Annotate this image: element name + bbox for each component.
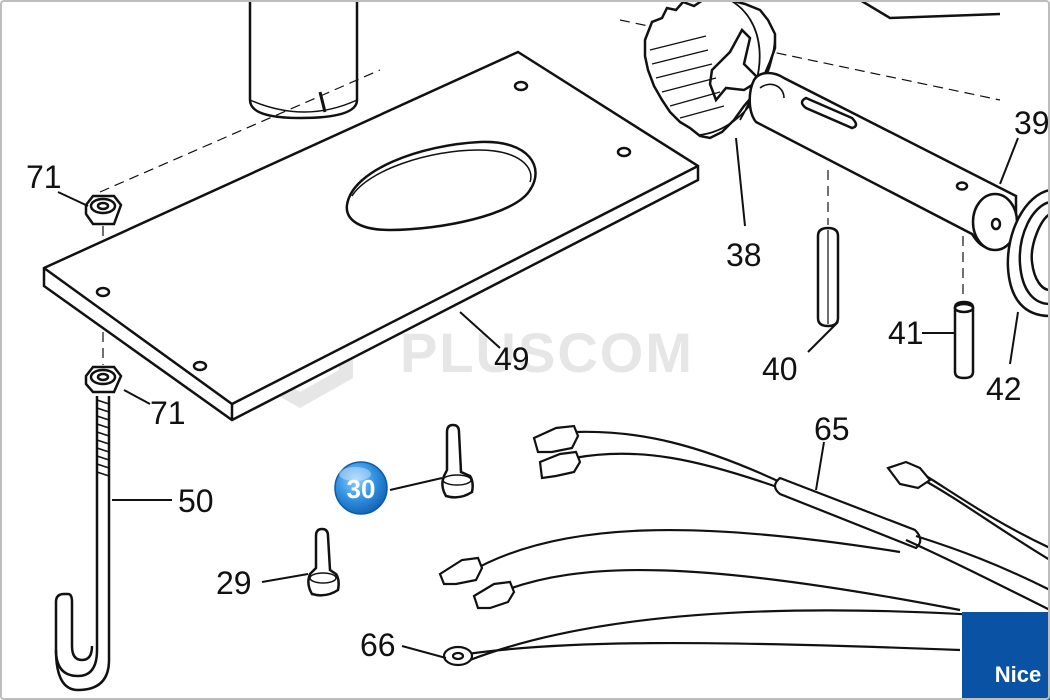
nut-71-top [84, 194, 123, 226]
gear-38 [643, 0, 777, 140]
j-bolt-50 [54, 396, 111, 692]
callout-label-30[interactable]: 30 [347, 474, 376, 504]
callout-gloss [339, 467, 371, 481]
wire-terminals [438, 424, 932, 667]
key-40 [816, 226, 840, 328]
part-label-49: 49 [494, 341, 530, 377]
part-label-40: 40 [762, 351, 798, 387]
part-label-39: 39 [1014, 105, 1050, 141]
cable-sleeve-29 [307, 527, 340, 597]
part-label-71-bottom: 71 [150, 395, 186, 431]
brand-logo-box [962, 612, 1050, 700]
gearbox-fragment [859, 0, 1001, 20]
callout-badge[interactable] [334, 461, 388, 515]
leader-lines [57, 137, 1019, 659]
part-label-50: 50 [178, 483, 214, 519]
mounting-plate-49 [42, 50, 700, 422]
part-label-38: 38 [726, 237, 762, 273]
pin-41 [953, 300, 975, 380]
watermark-text: PLUSCOM [400, 321, 694, 384]
cable-sleeve-30 [441, 423, 474, 499]
motor-housing [248, 0, 359, 120]
shaft-39 [748, 71, 1019, 252]
part-label-41: 41 [888, 315, 924, 351]
part-label-29: 29 [216, 565, 252, 601]
part-label-42: 42 [986, 371, 1022, 407]
pulley-42 [1006, 188, 1050, 318]
highlight-callout-30[interactable]: 30 [334, 461, 388, 515]
brand-logo: Nice [962, 612, 1050, 700]
brand-logo-text: Nice [995, 662, 1041, 687]
part-label-65: 65 [814, 411, 850, 447]
part-label-66: 66 [360, 627, 396, 663]
nut-71-bottom [84, 365, 123, 394]
part-label-71-top: 71 [26, 159, 62, 195]
